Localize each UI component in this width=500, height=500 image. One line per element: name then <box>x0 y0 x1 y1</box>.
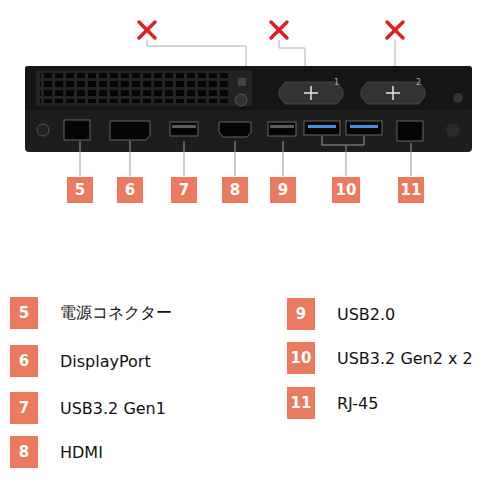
legend-row: 9 USB2.0 <box>287 298 395 330</box>
callout-box: 9 <box>270 177 296 203</box>
callout-box: 10 <box>332 177 360 203</box>
port-description: USB2.0 <box>337 305 395 324</box>
callout-number: 10 <box>332 177 360 203</box>
callout-number: 7 <box>171 177 197 203</box>
port-description: HDMI <box>60 443 103 462</box>
callout-box: 8 <box>222 177 248 203</box>
callout-number: 5 <box>10 297 38 329</box>
callout-number: 8 <box>222 177 248 203</box>
callout-box: 11 <box>398 177 424 203</box>
callout-number: 9 <box>270 177 296 203</box>
port-description: USB3.2 Gen1 <box>60 399 166 418</box>
port-description: 電源コネクター <box>60 303 172 324</box>
slot-number: 1 <box>334 78 339 87</box>
legend-row: 7 USB3.2 Gen1 <box>10 392 166 424</box>
callout-number: 10 <box>287 342 315 374</box>
port-description: RJ-45 <box>337 394 378 413</box>
callout-number: 6 <box>117 177 143 203</box>
callout-number: 11 <box>398 177 424 203</box>
legend-row: 11 RJ-45 <box>287 387 378 419</box>
port-description: DisplayPort <box>60 352 151 371</box>
legend-row: 5 電源コネクター <box>10 297 172 329</box>
legend-row: 10 USB3.2 Gen2 x 2 <box>287 342 473 374</box>
callout-number: 5 <box>67 177 93 203</box>
callout-box: 6 <box>117 177 143 203</box>
callout-number: 7 <box>10 392 38 424</box>
callout-number: 6 <box>10 345 38 377</box>
legend-row: 8 HDMI <box>10 436 103 468</box>
port-description: USB3.2 Gen2 x 2 <box>337 349 473 368</box>
slot-number: 2 <box>416 78 421 87</box>
legend-row: 6 DisplayPort <box>10 345 151 377</box>
callout-number: 11 <box>287 387 315 419</box>
callout-number: 8 <box>10 436 38 468</box>
callout-box: 5 <box>67 177 93 203</box>
callout-number: 9 <box>287 298 315 330</box>
callout-box: 7 <box>171 177 197 203</box>
